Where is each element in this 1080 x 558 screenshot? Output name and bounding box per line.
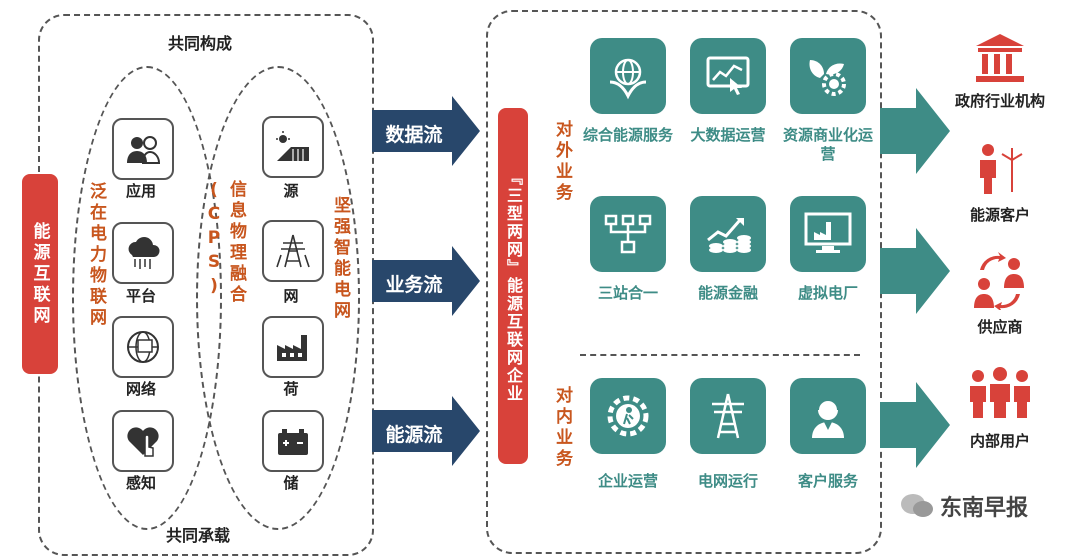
cloud-icon <box>128 237 160 269</box>
integrated-energy-tile[interactable] <box>590 38 666 114</box>
factory-icon <box>277 335 307 361</box>
wechat-icon <box>901 494 933 517</box>
enterprise-ops-tile[interactable] <box>590 378 666 454</box>
customer-energy: 能源客户 <box>969 206 1030 224</box>
supplier-icon <box>974 252 1024 310</box>
gear-leaf-icon <box>809 60 846 96</box>
customer-supplier: 供应商 <box>977 318 1023 336</box>
energy-customer-icon <box>980 144 1023 194</box>
iot-title: 泛在电力物联网 <box>86 182 106 329</box>
enterprise-label: 『三型两网』能源互联网企业 <box>498 108 528 464</box>
data-flow-arrow <box>372 96 480 166</box>
bigdata-label: 大数据运营 <box>690 126 766 144</box>
gear-person-icon <box>607 395 649 437</box>
col3-label-load: 荷 <box>283 380 299 398</box>
data-flow-label: 数据流 <box>385 124 443 146</box>
energy-finance-tile[interactable] <box>690 196 766 272</box>
service-agent-icon <box>812 399 844 438</box>
business-flow-label: 业务流 <box>385 274 443 296</box>
output-arrow-2 <box>880 228 950 314</box>
network-icon <box>127 331 159 363</box>
smart-grid-title: 坚强智能电网 <box>330 196 350 322</box>
external-business-label: 对外业务 <box>552 120 572 204</box>
right-ellipse <box>196 66 360 530</box>
virtual-plant-label: 虚拟电厂 <box>797 284 858 302</box>
virtual-plant-icon <box>804 212 852 253</box>
col1-label-app: 应用 <box>125 182 156 200</box>
section-divider <box>580 354 860 356</box>
source-tile <box>262 116 324 178</box>
output-arrow-1 <box>880 88 950 174</box>
storage-tile <box>262 410 324 472</box>
grid-operation-tile[interactable] <box>690 378 766 454</box>
energy-internet-label: 能源互联网 <box>22 174 58 374</box>
three-station-label: 三站合一 <box>597 284 658 302</box>
grid-tile <box>262 220 324 282</box>
customer-service-label: 客户服务 <box>797 472 858 490</box>
platform-tile <box>112 222 174 284</box>
energy-finance-label: 能源金融 <box>697 284 758 302</box>
watermark: 东南早报 <box>900 490 1028 522</box>
pylon-icon <box>712 393 744 439</box>
energy-flow-arrow <box>372 396 480 466</box>
tower-icon <box>276 234 310 268</box>
virtual-plant-tile[interactable] <box>790 196 866 272</box>
col3-label-grid: 网 <box>283 287 299 305</box>
internal-users-icon <box>970 367 1030 418</box>
grid-operation-label: 电网运行 <box>697 472 758 490</box>
three-station-tile[interactable] <box>590 196 666 272</box>
app-tile <box>112 118 174 180</box>
col3-label-storage: 储 <box>283 474 299 492</box>
load-tile <box>262 316 324 378</box>
customer-government: 政府行业机构 <box>954 92 1045 110</box>
output-arrow-3 <box>880 382 950 468</box>
heart-touch-icon <box>127 427 159 457</box>
bigdata-tile[interactable] <box>690 38 766 114</box>
customer-internal: 内部用户 <box>969 432 1030 450</box>
integrated-energy-label: 综合能源服务 <box>583 126 674 144</box>
energy-flow-label: 能源流 <box>385 424 443 446</box>
bottom-label: 共同承载 <box>166 526 231 545</box>
business-flow-arrow <box>372 246 480 316</box>
battery-icon <box>278 429 308 455</box>
org-chart-icon <box>604 214 652 254</box>
internal-business-label: 对内业务 <box>552 386 572 470</box>
top-label: 共同构成 <box>168 34 233 53</box>
network-tile <box>112 316 174 378</box>
cps-title: 信息物理融合(CPS) <box>204 180 246 306</box>
resource-commercial-tile[interactable] <box>790 38 866 114</box>
col1-label-sensing: 感知 <box>125 474 156 492</box>
globe-leaf-icon <box>609 58 647 100</box>
government-icon <box>976 34 1024 82</box>
bigdata-screen-icon <box>706 56 750 95</box>
watermark-text: 东南早报 <box>940 496 1029 521</box>
solar-dam-icon <box>276 131 309 161</box>
enterprise-ops-label: 企业运营 <box>597 472 658 490</box>
users-icon <box>127 136 161 164</box>
col1-label-network: 网络 <box>125 380 156 398</box>
customer-service-tile[interactable] <box>790 378 866 454</box>
sensing-tile <box>112 410 174 472</box>
coin-growth-icon <box>707 218 751 253</box>
col3-label-source: 源 <box>283 182 299 200</box>
col1-label-platform: 平台 <box>125 287 156 305</box>
resource-commercial-label: 资源商业化运营 <box>783 126 874 163</box>
